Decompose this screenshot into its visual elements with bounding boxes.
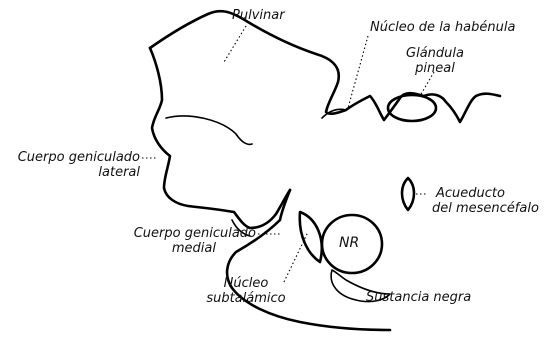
label-lgn-line2: lateral (98, 165, 140, 180)
lateral-outline (148, 46, 292, 230)
label-pineal: Glándula pineal (400, 46, 470, 76)
subthalamic-nucleus (298, 210, 324, 264)
label-subthalamic-line1: Núcleo (223, 276, 269, 291)
label-mgn: Cuerpo geniculado medial (110, 226, 256, 256)
aqueduct (400, 176, 416, 212)
label-lgn: Cuerpo geniculado lateral (0, 150, 140, 180)
label-subthalamic-line2: subtalámico (206, 291, 286, 306)
label-pineal-line2: pineal (415, 61, 455, 76)
label-mgn-line1: Cuerpo geniculado (133, 226, 256, 241)
habenula-bumps (321, 108, 347, 119)
label-aqueduct: Acueducto del mesencéfalo (432, 186, 539, 216)
label-nr: NR (339, 235, 360, 251)
lgn-ridge (165, 115, 253, 146)
label-habenula: Núcleo de la habénula (370, 20, 516, 35)
label-pineal-line1: Glándula (406, 46, 464, 61)
label-mgn-line2: medial (171, 241, 216, 256)
pineal-gland (386, 93, 438, 123)
label-pulvinar: Pulvinar (232, 8, 285, 23)
label-substantia-nigra: Sustancia negra (366, 290, 472, 305)
habenula-leader (347, 35, 369, 109)
thalamus-outline (148, 9, 502, 124)
midbrain-inner-curve (231, 219, 251, 237)
label-lgn-line1: Cuerpo geniculado (17, 150, 140, 165)
substantia-nigra (330, 269, 391, 303)
label-aqueduct-line2: del mesencéfalo (432, 201, 539, 216)
label-aqueduct-line1: Acueducto (436, 186, 505, 201)
label-subthalamic: Núcleo subtalámico (196, 276, 296, 306)
subtal-leader (283, 231, 309, 283)
midbrain-outline (225, 188, 392, 332)
pulvinar-leader (223, 25, 247, 63)
pineal-leader (419, 71, 435, 97)
